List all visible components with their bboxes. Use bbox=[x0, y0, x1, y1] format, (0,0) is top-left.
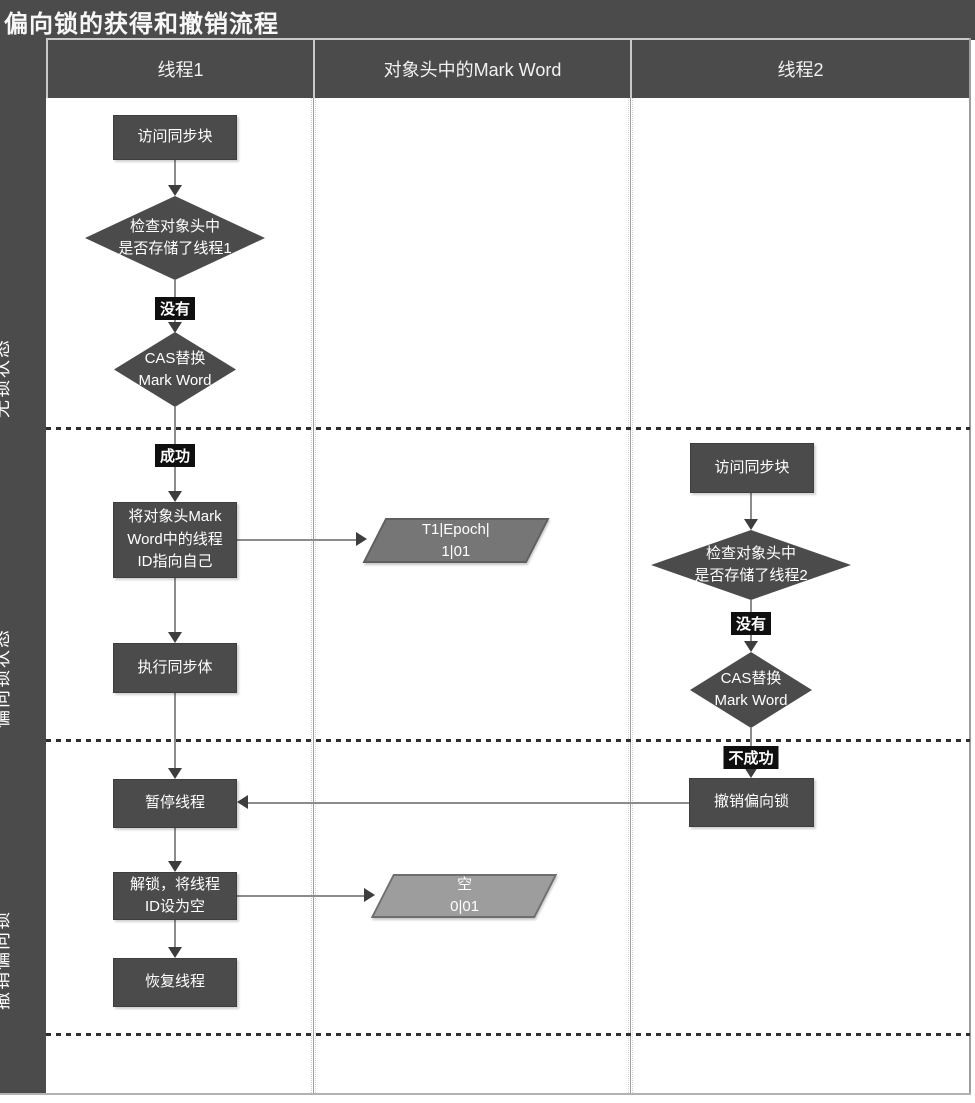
node-t1-access-sync-block: 访问同步块 bbox=[113, 115, 237, 160]
edge-label-t1-no: 没有 bbox=[154, 297, 196, 320]
lane-separator-2 bbox=[628, 98, 633, 1093]
phase-divider-2 bbox=[46, 739, 970, 742]
connector-t1-setid-exec bbox=[174, 578, 176, 633]
decision-t1-cas-replace: CAS替换 Mark Word bbox=[114, 332, 236, 407]
connector-t1-access-check bbox=[174, 160, 176, 186]
decision-t2-cas-replace: CAS替换 Mark Word bbox=[690, 652, 812, 728]
connector-revoke-pause bbox=[248, 802, 689, 804]
arrowhead-right-icon bbox=[356, 532, 367, 546]
lane-header-markword: 对象头中的Mark Word bbox=[313, 40, 630, 98]
arrowhead-down-icon bbox=[168, 185, 182, 196]
frame-bottom-border bbox=[0, 1093, 971, 1095]
connector-unlock-markword bbox=[237, 895, 365, 897]
connector-t1-unlock-resume bbox=[174, 920, 176, 948]
phase-divider-1 bbox=[46, 427, 970, 430]
phase-divider-3 bbox=[46, 1033, 970, 1036]
edge-label-success: 成功 bbox=[154, 444, 196, 467]
frame-right-border bbox=[969, 38, 971, 1095]
node-t2-access-sync-block: 访问同步块 bbox=[690, 443, 814, 493]
phase-label-revoke: 撤销偏向锁 bbox=[0, 910, 12, 1010]
lane-header-thread1: 线程1 bbox=[46, 40, 313, 98]
edge-label-t2-no: 没有 bbox=[730, 612, 772, 635]
edge-label-fail: 不成功 bbox=[723, 746, 779, 769]
arrowhead-down-icon bbox=[168, 632, 182, 643]
node-t1-set-thread-id: 将对象头Mark Word中的线程 ID指向自己 bbox=[113, 502, 237, 578]
arrowhead-down-icon bbox=[168, 491, 182, 502]
phase-label-lock-free: 无锁状态 bbox=[0, 338, 12, 418]
markword-biased-state: T1|Epoch| 1|01 bbox=[362, 518, 550, 563]
connector-setid-markword bbox=[237, 539, 357, 541]
connector-t1-pause-unlock bbox=[174, 828, 176, 862]
arrowhead-down-icon bbox=[744, 767, 758, 778]
page-title: 偏向锁的获得和撤销流程 bbox=[4, 11, 279, 38]
connector-t2-access-check bbox=[750, 493, 752, 520]
markword-biased-text: T1|Epoch| 1|01 bbox=[422, 520, 490, 560]
node-t2-revoke-biased-lock: 撤销偏向锁 bbox=[689, 778, 814, 827]
phase-label-biased: 偏向锁状态 bbox=[0, 628, 12, 728]
connector-t1-exec-pause bbox=[174, 693, 176, 769]
decision-t2-check-header: 检查对象头中 是否存储了线程2 bbox=[651, 530, 851, 600]
node-t1-resume-thread: 恢复线程 bbox=[113, 958, 237, 1007]
arrowhead-down-icon bbox=[168, 322, 182, 333]
arrowhead-down-icon bbox=[168, 768, 182, 779]
swimlane-header-row: 线程1 对象头中的Mark Word 线程2 bbox=[46, 38, 971, 98]
arrowhead-down-icon bbox=[168, 861, 182, 872]
lane-header-thread2: 线程2 bbox=[630, 40, 971, 98]
markword-empty-state: 空 0|01 bbox=[370, 874, 558, 918]
title-band bbox=[0, 0, 975, 40]
phase-sidebar bbox=[0, 0, 46, 1093]
arrowhead-down-icon bbox=[744, 641, 758, 652]
arrowhead-down-icon bbox=[168, 947, 182, 958]
node-t1-unlock-clear-id: 解锁，将线程 ID设为空 bbox=[113, 872, 237, 920]
markword-empty-text: 空 0|01 bbox=[449, 876, 479, 915]
arrowhead-down-icon bbox=[744, 519, 758, 530]
node-t1-pause-thread: 暂停线程 bbox=[113, 779, 237, 828]
lane-separator-1 bbox=[311, 98, 316, 1093]
arrowhead-right-icon bbox=[364, 888, 375, 902]
decision-t1-check-header: 检查对象头中 是否存储了线程1 bbox=[85, 196, 265, 280]
arrowhead-left-icon bbox=[237, 795, 248, 809]
node-t1-execute-sync-body: 执行同步体 bbox=[113, 643, 237, 693]
